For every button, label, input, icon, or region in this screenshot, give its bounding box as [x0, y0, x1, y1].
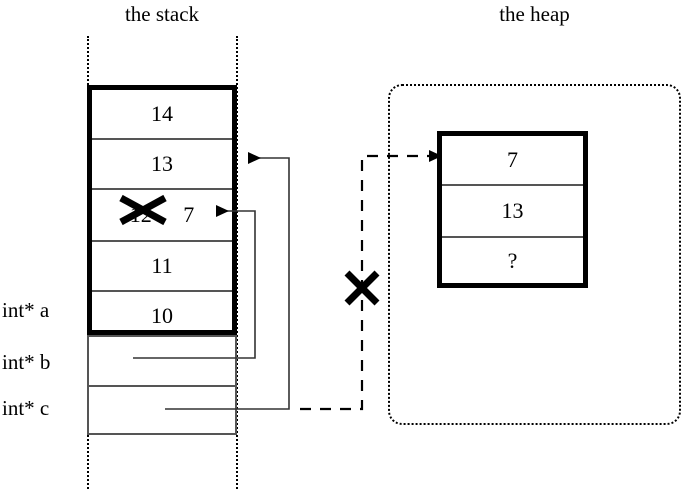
heap-block-box: 7 13 ?: [437, 131, 588, 288]
heap-cell-2-value: 13: [501, 198, 524, 223]
stack-cell-5-value: 10: [151, 303, 173, 328]
heap-cell-3-value: ?: [507, 247, 518, 273]
stack-cell-5: 10: [92, 290, 232, 340]
heap-cell-3: ?: [442, 236, 583, 283]
pointer-label-a: int* a: [2, 298, 50, 322]
stack-pointer-slots-box: [87, 335, 237, 435]
stack-cell-4-value: 11: [151, 253, 173, 278]
heap-cell-1-value: 7: [507, 147, 518, 172]
stack-cell-3-struck-group: 12 7: [119, 194, 195, 228]
heap-cell-2: 13: [442, 184, 583, 236]
stack-frame-box: 14 13 12 7 11 10: [87, 85, 237, 335]
stack-slot-c: [89, 385, 235, 435]
cancel-x-icon: [344, 270, 380, 306]
stack-slot-b: [89, 337, 235, 385]
heap-region-title: the heap: [499, 2, 570, 26]
heap-cell-1: 7: [442, 136, 583, 184]
pointer-label-c: int* c: [2, 396, 50, 420]
stack-cell-3-new-value: 7: [183, 202, 195, 227]
stack-cell-3-old-value: 12: [129, 202, 152, 227]
stack-cell-3: 12 7: [92, 188, 232, 240]
stack-cell-2: 13: [92, 138, 232, 188]
stack-cell-1: 14: [92, 90, 232, 138]
stack-cell-2-value: 13: [151, 151, 173, 176]
stack-cell-1-value: 14: [151, 101, 173, 126]
pointer-label-b: int* b: [2, 350, 51, 374]
stack-cell-4: 11: [92, 240, 232, 290]
stack-region-title: the stack: [124, 2, 200, 26]
